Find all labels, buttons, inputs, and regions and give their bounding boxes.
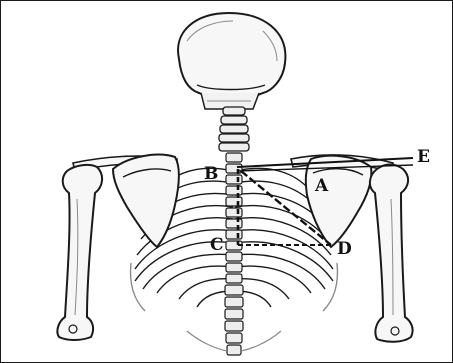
label-b: B — [204, 164, 218, 184]
label-d: D — [337, 239, 352, 259]
label-e: E — [417, 147, 430, 167]
label-c: C — [210, 235, 224, 255]
left-humerus-icon — [57, 165, 102, 340]
left-scapula-icon — [113, 155, 179, 247]
cervical-spine-icon — [219, 107, 249, 151]
right-humerus-icon — [370, 165, 413, 342]
label-a: A — [314, 176, 329, 196]
spine-icon — [225, 153, 243, 355]
right-scapula-icon — [306, 156, 372, 247]
skull-icon — [178, 13, 285, 109]
